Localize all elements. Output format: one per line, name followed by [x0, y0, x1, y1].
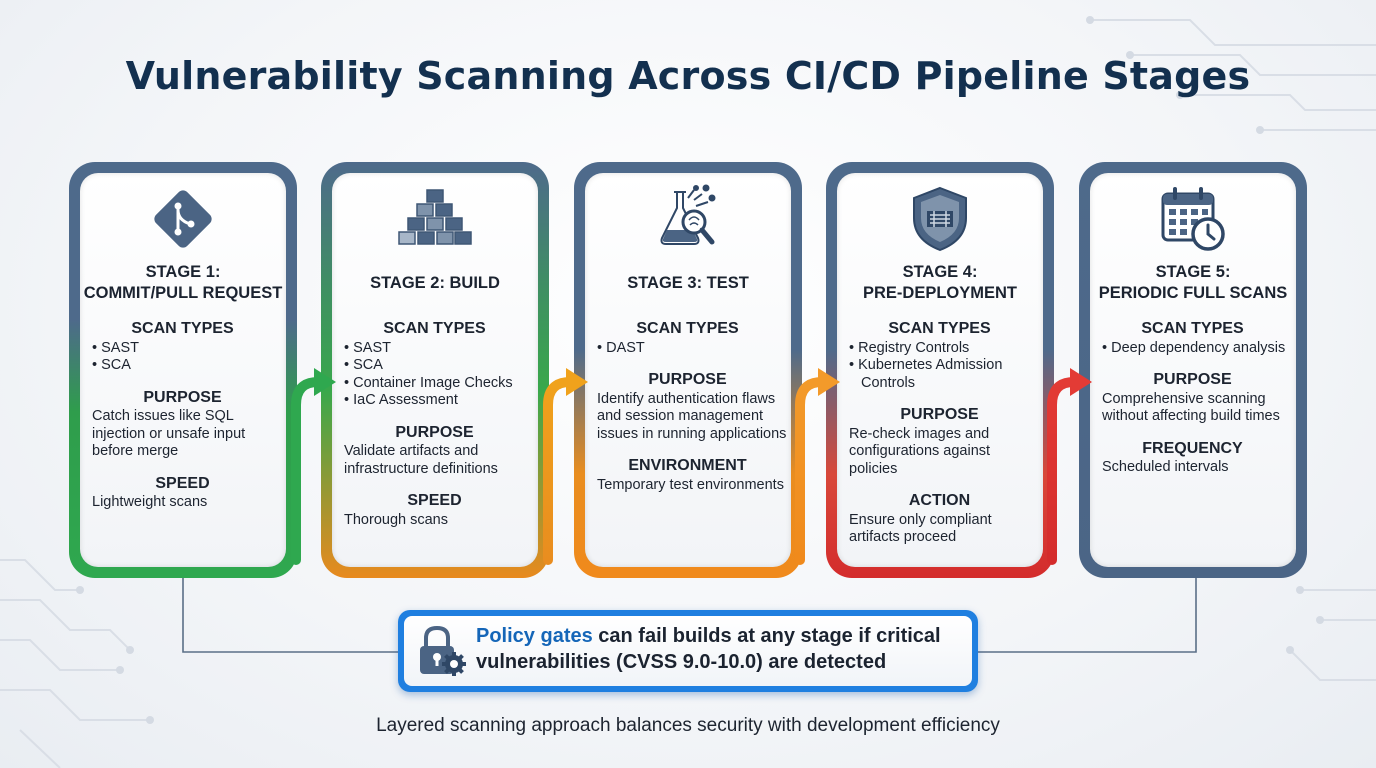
- list-item: Kubernetes Admission Controls: [849, 357, 1040, 392]
- stage-card-3: STAGE 3: TEST SCAN TYPES DAST PURPOSE Id…: [574, 162, 802, 578]
- footer-caption: Layered scanning approach balances secur…: [376, 715, 1000, 736]
- section-text: Catch issues like SQL injection or unsaf…: [92, 408, 246, 459]
- page-title: Vulnerability Scanning Across CI/CD Pipe…: [125, 54, 1251, 98]
- section-label: SCAN TYPES: [888, 320, 991, 337]
- section-text: Lightweight scans: [92, 494, 208, 510]
- policy-gate-text: Policy gates can fail builds at any stag…: [476, 623, 956, 675]
- stage-card-1: STAGE 1: COMMIT/PULL REQUEST SCAN TYPES …: [69, 162, 297, 578]
- stage-title: STAGE 4: PRE-DEPLOYMENT: [862, 263, 1017, 302]
- section-label: SCAN TYPES: [1141, 320, 1244, 337]
- section-text: Ensure only compliant artifacts proceed: [849, 511, 992, 546]
- arrow-1-to-2: [291, 368, 336, 565]
- section-label: ENVIRONMENT: [628, 457, 747, 474]
- section-label: FREQUENCY: [1142, 439, 1243, 457]
- section-label: PURPOSE: [648, 371, 727, 388]
- stage-card-2: STAGE 2: BUILD SCAN TYPES SAST SCA Conta…: [321, 162, 549, 578]
- list-item: SCA: [344, 357, 535, 375]
- section-text: Comprehensive scanning without affecting…: [1102, 390, 1280, 425]
- calendar-clock-icon: [1079, 184, 1307, 252]
- stage-card-5: STAGE 5: PERIODIC FULL SCANS SCAN TYPES …: [1079, 162, 1307, 578]
- git-branch-icon: [69, 184, 297, 252]
- container-blocks-icon: [321, 184, 549, 252]
- section-label: SCAN TYPES: [131, 320, 234, 337]
- section-label: PURPOSE: [1153, 371, 1232, 388]
- policy-gate-rest: can fail builds at any stage if critical…: [476, 625, 941, 673]
- flask-magnifier-icon: [574, 184, 802, 252]
- arrow-4-to-5: [1047, 368, 1092, 565]
- stage-title: STAGE 1: COMMIT/PULL REQUEST: [83, 263, 283, 302]
- list-item: SCA: [92, 357, 283, 375]
- list-item: SAST: [344, 340, 535, 358]
- stage-card-4: STAGE 4: PRE-DEPLOYMENT SCAN TYPES Regis…: [826, 162, 1054, 578]
- section-text: Temporary test environments: [597, 476, 784, 493]
- section-label: SPEED: [407, 492, 462, 509]
- policy-gate-banner: Policy gates can fail builds at any stag…: [398, 610, 978, 692]
- stage-title: STAGE 2: BUILD: [370, 274, 500, 292]
- section-label: PURPOSE: [395, 423, 474, 441]
- list-item: Container Image Checks: [344, 375, 535, 393]
- arrow-2-to-3: [543, 368, 588, 565]
- section-label: SCAN TYPES: [383, 320, 486, 337]
- stage-title: STAGE 3: TEST: [627, 274, 749, 292]
- list-item: DAST: [597, 340, 788, 358]
- arrow-3-to-4: [795, 368, 840, 565]
- section-label: ACTION: [908, 492, 971, 509]
- section-label: PURPOSE: [900, 406, 979, 423]
- section-label: SPEED: [155, 474, 210, 492]
- section-text: Re-check images and configurations again…: [849, 425, 991, 477]
- section-label: PURPOSE: [143, 388, 222, 406]
- stage-title: STAGE 5: PERIODIC FULL SCANS: [1098, 263, 1288, 302]
- section-text: Validate artifacts and infrastructure de…: [344, 443, 498, 477]
- list-item: IaC Assessment: [344, 392, 535, 410]
- policy-gate-highlight: Policy gates: [476, 625, 593, 647]
- list-item: Registry Controls: [849, 340, 1040, 358]
- list-item: SAST: [92, 340, 283, 358]
- section-text: Scheduled intervals: [1102, 459, 1229, 475]
- section-text: Identify authentication flaws and sessio…: [597, 390, 787, 442]
- section-text: Thorough scans: [344, 511, 448, 528]
- list-item: Deep dependency analysis: [1102, 340, 1293, 358]
- shield-icon: [826, 184, 1054, 252]
- section-label: SCAN TYPES: [636, 320, 739, 337]
- lock-gear-icon: [416, 624, 468, 683]
